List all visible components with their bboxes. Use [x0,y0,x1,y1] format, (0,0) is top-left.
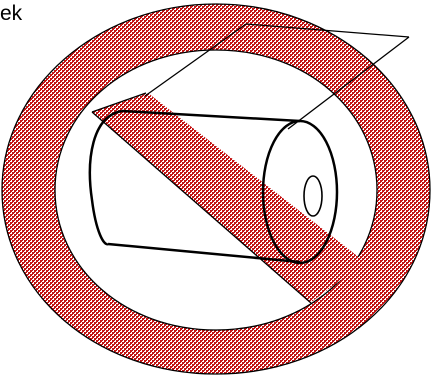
diagram-label: ek [0,0,22,28]
prohibition-slash [92,93,365,303]
